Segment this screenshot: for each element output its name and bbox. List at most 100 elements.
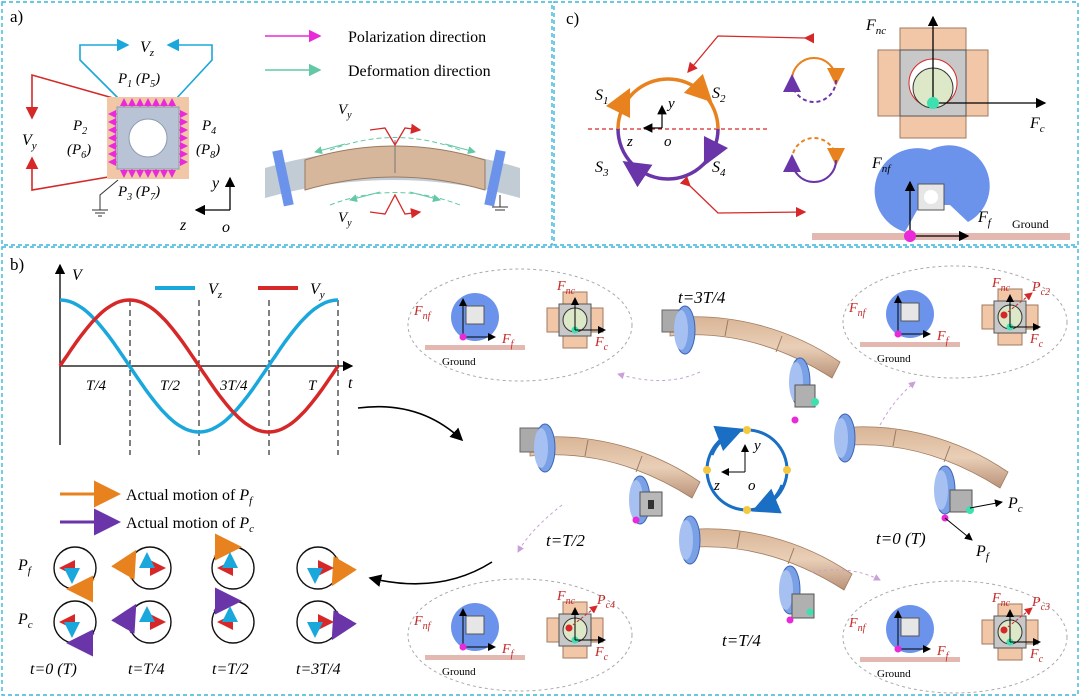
- beam-vy-bottom: Vy: [338, 210, 352, 229]
- state-label-t1: t=T/4: [722, 631, 761, 650]
- p4-label: P4: [201, 118, 216, 137]
- axis-o-label: o: [222, 219, 230, 236]
- col-label-t2: t=T/2: [212, 661, 249, 678]
- phase-circle-pc-0: [53, 600, 97, 657]
- transducer-t0: [833, 413, 1009, 541]
- panel-c: c) y z o S1 S2 S3 S4: [566, 9, 1070, 242]
- inset-t1-fc: Fc: [1029, 647, 1044, 665]
- inset-t3-fnf: Fnf: [413, 304, 432, 322]
- panel-c-border: [553, 1, 1079, 246]
- phase-circle-pf-3: [296, 546, 357, 590]
- legend-deformation-text: Deformation direction: [348, 63, 491, 80]
- inset-t1-fnf: Fnf: [848, 616, 867, 634]
- legend-pf-text: Actual motion of Pf: [126, 487, 254, 507]
- tick-3t4: 3T/4: [219, 378, 248, 394]
- legend-polarization-text: Polarization direction: [348, 29, 486, 46]
- inset-t3-fnc: Fnc: [556, 279, 576, 297]
- panel-a-border: [1, 1, 553, 246]
- phase-circle-pc-2: [211, 587, 255, 644]
- state-label-t3: t=3T/4: [678, 288, 726, 307]
- panel-a-label: a): [10, 7, 23, 26]
- inset-t2-pc: Pc4: [596, 593, 615, 611]
- axis-v-label: V: [72, 267, 84, 284]
- inset-t0-pc: Pc2: [1031, 280, 1050, 298]
- center-axis-z: z: [713, 478, 720, 494]
- s3-label: S3: [595, 159, 609, 179]
- axis-z-label: z: [179, 217, 187, 234]
- inset-t2-fnc: Fnc: [556, 589, 576, 607]
- s1-label: S1: [595, 87, 609, 107]
- c-fnf-label: Fnf: [871, 155, 892, 175]
- friction-drive: [812, 145, 1070, 242]
- transducer-t3: [661, 305, 841, 424]
- center-rotation-diagram: [703, 425, 791, 514]
- phase-circle-pc-1: [111, 600, 172, 644]
- c-axis-y: y: [666, 96, 675, 112]
- c-ff-label: Ff: [977, 209, 993, 229]
- p1-p5-label: P1 (P5): [117, 71, 160, 90]
- panel-b-label: b): [10, 255, 24, 274]
- col-label-t1: t=T/4: [128, 661, 165, 678]
- center-axis-o: o: [748, 478, 756, 494]
- inset-t3-ff: Ff: [501, 332, 515, 350]
- state-label-t0: t=0 (T): [876, 529, 926, 548]
- panel-b-border: [1, 246, 1079, 696]
- c-fc-label: Fc: [1029, 115, 1045, 135]
- inset-t1-ground: Ground: [877, 668, 911, 680]
- tick-t4: T/4: [86, 378, 107, 394]
- phase-circle-pf-0: [53, 546, 97, 603]
- c-fnc-label: Fnc: [865, 17, 886, 37]
- p3-p7-label: P3 (P7): [117, 184, 160, 203]
- inset-t1-pc: Pc3: [1031, 595, 1050, 613]
- inset-t2-ff: Ff: [501, 642, 515, 660]
- col-label-t3: t=3T/4: [296, 661, 341, 678]
- inset-t2-ground: Ground: [442, 666, 476, 678]
- inset-t0-fnf: Fnf: [848, 301, 867, 319]
- t0-pc-label: Pc: [1007, 495, 1023, 515]
- c-axis-z: z: [626, 134, 633, 150]
- s4-label: S4: [712, 159, 726, 179]
- p2-label: P2: [72, 118, 87, 137]
- c-ground-label: Ground: [1012, 217, 1049, 231]
- panel-c-label: c): [566, 9, 579, 28]
- transducer-t2: [519, 423, 701, 525]
- center-axis-y: y: [752, 438, 761, 454]
- legend-pc-text: Actual motion of Pc: [126, 515, 254, 535]
- axis-t-label: t: [348, 375, 353, 392]
- inset-t2-fc: Fc: [594, 645, 609, 663]
- p6-label: (P6): [67, 142, 91, 161]
- inset-t0-fnc: Fnc: [991, 276, 1011, 294]
- phase-circle-pf-1: [111, 546, 172, 590]
- vz-waveform: [59, 298, 339, 434]
- p8-label: (P8): [196, 142, 220, 161]
- col-label-t0: t=0 (T): [30, 661, 77, 678]
- vy-waveform: [58, 298, 340, 434]
- t0-pf-label: Pf: [975, 543, 991, 563]
- phase-circle-grid: [53, 533, 357, 657]
- phase-circle-pf-2: [211, 533, 255, 590]
- inset-t3-fc: Fc: [594, 335, 609, 353]
- row-pf-label: Pf: [17, 557, 33, 577]
- polarization-arrows: [108, 98, 188, 178]
- inset-t3-ground: Ground: [442, 356, 476, 368]
- legend-vy-text: Vy: [310, 281, 325, 301]
- panel-b: b) V t T/4 T/2 3T/4 T Vz Vy Actual motio…: [10, 255, 1068, 694]
- tick-t2: T/2: [160, 378, 181, 394]
- transducer-t1: [678, 515, 853, 624]
- vz-label: Vz: [140, 39, 155, 59]
- inset-t1-fnc: Fnc: [991, 591, 1011, 609]
- c-axis-o: o: [664, 134, 672, 150]
- row-pc-label: Pc: [17, 611, 33, 631]
- phase-circle-pc-3: [296, 600, 357, 644]
- bent-beam: [265, 123, 520, 219]
- panel-a: a) Vz Vy P1 (P5) P2 (P6) P4 (P8) P3 (P7): [10, 7, 520, 236]
- inset-t2-fnf: Fnf: [413, 614, 432, 632]
- tick-t: T: [308, 378, 318, 394]
- s2-label: S2: [712, 85, 726, 105]
- inset-t0-fc: Fc: [1029, 332, 1044, 350]
